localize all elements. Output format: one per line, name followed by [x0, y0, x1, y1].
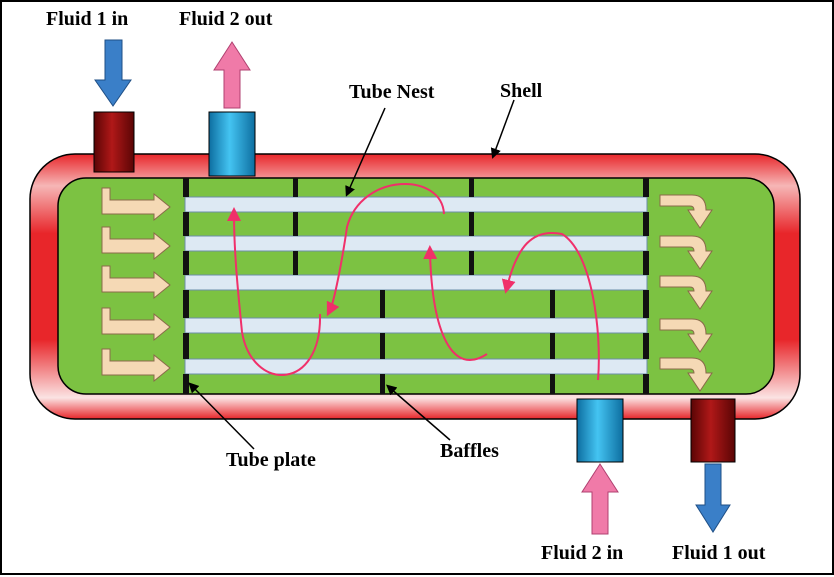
tube: [184, 274, 648, 291]
tube-nest-leader: [345, 107, 386, 197]
fluid1-out-arrow: [695, 463, 731, 533]
flow-arrow: [101, 348, 171, 383]
fluid2-out-arrow: [213, 41, 251, 109]
flow-arrow: [659, 275, 713, 310]
shell-label: Shell: [500, 80, 543, 102]
fluid1-outlet-flow-arrows: [659, 194, 713, 392]
flow-arrow: [101, 265, 171, 300]
path-arrow: [326, 183, 445, 317]
fluid1-out-label: Fluid 1 out: [672, 542, 766, 564]
fluid1-inlet-flow-arrows: [101, 187, 171, 383]
fluid2-in-arrow: [581, 463, 619, 535]
tube: [184, 317, 648, 334]
tube: [184, 235, 648, 252]
fluid1-outlet-nozzle: [690, 398, 736, 463]
fluid1-in-label: Fluid 1 in: [46, 8, 129, 30]
flow-arrow: [659, 235, 713, 270]
baffles-label: Baffles: [440, 440, 499, 462]
flow-arrow: [101, 307, 171, 342]
fluid2-flow-path: [227, 183, 600, 381]
fluid2-out-label: Fluid 2 out: [179, 8, 273, 30]
baffle: [293, 178, 298, 275]
tube: [184, 196, 648, 213]
tube-plate-label: Tube plate: [226, 449, 316, 471]
path-arrow: [227, 207, 322, 376]
fluid1-inlet-nozzle: [93, 111, 135, 173]
tube-nest-label: Tube Nest: [349, 81, 435, 103]
path-arrow: [423, 245, 488, 361]
baffle: [380, 290, 385, 394]
tube-plate-right: [643, 178, 649, 394]
baffle: [469, 178, 474, 275]
baffle: [550, 290, 555, 394]
fluid1-in-arrow: [94, 39, 132, 107]
path-arrow: [501, 231, 600, 381]
fluid2-in-label: Fluid 2 in: [541, 542, 624, 564]
fluid2-inlet-nozzle: [576, 398, 624, 463]
flow-arrow: [101, 226, 171, 261]
tube: [184, 358, 648, 375]
tube-plate-left: [183, 178, 189, 394]
shell-leader: [490, 99, 515, 159]
flow-arrow: [659, 318, 713, 353]
flow-arrow: [659, 357, 713, 392]
baffles-leader: [386, 384, 451, 441]
tube-plate-leader: [188, 382, 255, 450]
flow-arrow: [659, 194, 713, 229]
flow-arrow: [101, 187, 171, 222]
fluid2-outlet-nozzle: [208, 111, 256, 177]
